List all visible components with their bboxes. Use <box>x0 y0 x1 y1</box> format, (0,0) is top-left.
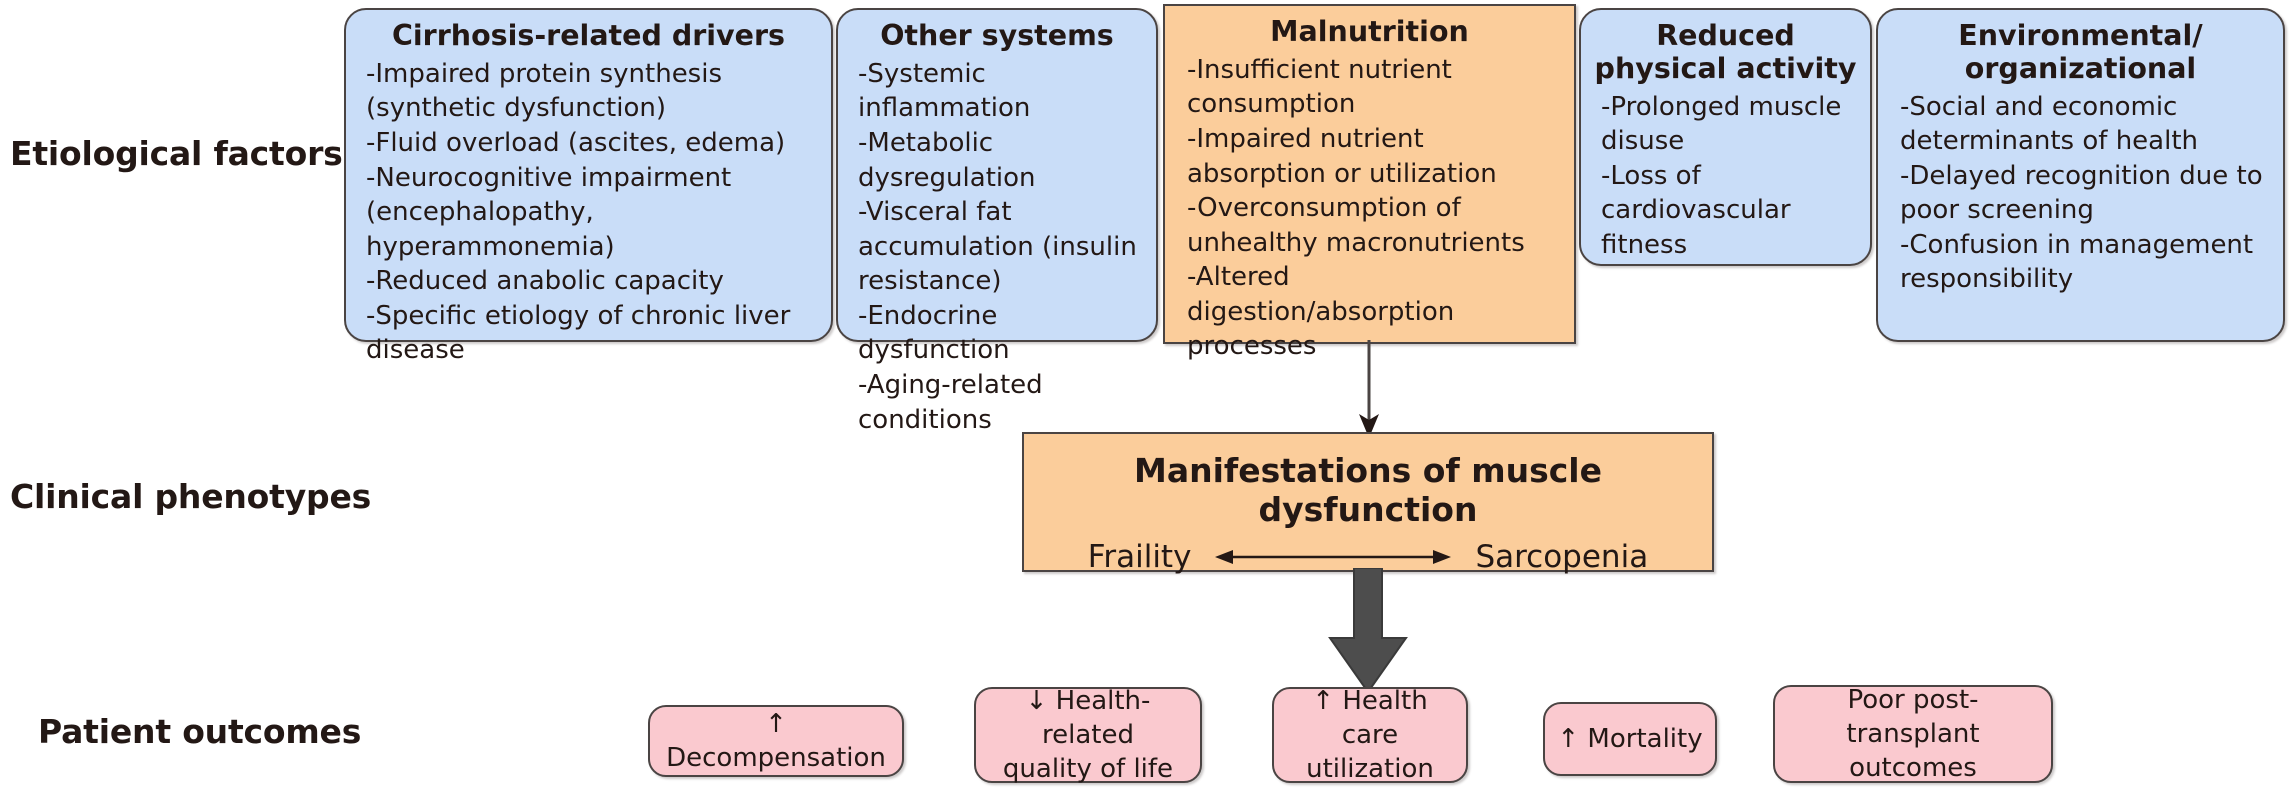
list-item: -Confusion in management responsibility <box>1900 229 2262 295</box>
list-item: -Endocrine dysfunction <box>858 300 1010 366</box>
list-item: -Impaired nutrient absorption or utiliza… <box>1187 123 1497 189</box>
list-item: -Prolonged muscle disuse <box>1601 91 1850 157</box>
outcome-box-decompensation[interactable]: ↑ Decompensation <box>648 705 904 777</box>
phenotype-spectrum: Fraility Sarcopenia <box>1024 529 1712 575</box>
list-item: -Specific etiology of chronic liver dise… <box>366 300 799 366</box>
list-item: -Metabolic dysregulation <box>858 127 1036 193</box>
outcome-label: ↑ Mortality <box>1557 723 1703 754</box>
etiology-box-malnutrition[interactable]: Malnutrition -Insufficient nutrient cons… <box>1163 4 1576 361</box>
box-title: Malnutrition <box>1270 15 1469 48</box>
outcome-box-mortality[interactable]: ↑ Mortality <box>1543 702 1717 776</box>
list-item: -Altered digestion/absorption processes <box>1187 262 1463 362</box>
list-item: -Reduced anabolic capacity <box>366 266 724 297</box>
list-item: -Fluid overload (ascites, edema) <box>366 127 786 158</box>
outcome-label: ↓ Health-related quality of life <box>1002 685 1174 785</box>
phenotype-box-manifestations-of-muscle-dysfunction[interactable]: Manifestations of muscle dysfunction Fra… <box>1022 432 1714 575</box>
outcome-label: ↑ Decompensation <box>666 708 886 773</box>
outcome-box-health-related-quality-of-life[interactable]: ↓ Health-related quality of life <box>974 685 1202 785</box>
etiology-box-reduced-physical-activity[interactable]: Reduced physical activity -Prolonged mus… <box>1579 8 1872 266</box>
phenotype-term-sarcopenia: Sarcopenia <box>1475 539 1649 575</box>
box-item-list: -Impaired protein synthesis (synthetic d… <box>346 53 831 368</box>
row-label-patient-outcomes: Patient outcomes <box>38 712 362 751</box>
box-item-list: -Insufficient nutrient consumption -Impa… <box>1165 49 1574 364</box>
box-title: Environmental/ organizational <box>1958 19 2203 85</box>
list-item: -Visceral fat accumulation (insulin resi… <box>858 197 1146 297</box>
outcome-box-poor-post-transplant-outcomes[interactable]: Poor post-transplant outcomes <box>1773 685 2053 783</box>
phenotype-title: Manifestations of muscle dysfunction <box>1133 451 1602 529</box>
outcome-label: ↑ Health care utilization <box>1306 685 1434 785</box>
box-title: Cirrhosis-related drivers <box>391 19 785 52</box>
etiology-box-environmental-organizational[interactable]: Environmental/ organizational -Social an… <box>1876 8 2285 342</box>
box-item-list: -Prolonged muscle disuse -Loss of cardio… <box>1581 86 1870 263</box>
box-title: Other systems <box>880 19 1114 52</box>
box-item-list: -Social and economic determinants of hea… <box>1878 86 2283 297</box>
double-headed-arrow-icon <box>1215 550 1452 564</box>
list-item: -Systemic inflammation <box>858 58 1031 124</box>
list-item: -Insufficient nutrient consumption <box>1187 54 1461 120</box>
list-item: -Impaired protein synthesis (synthetic d… <box>366 58 731 124</box>
row-label-clinical-phenotypes: Clinical phenotypes <box>10 477 372 516</box>
list-item: -Aging-related conditions <box>858 369 1051 435</box>
row-label-etiological-factors: Etiological factors <box>10 134 343 173</box>
box-item-list: -Systemic inflammation -Metabolic dysreg… <box>838 53 1156 437</box>
phenotype-term-fraility: Fraility <box>1087 539 1192 575</box>
list-item: -Delayed recognition due to poor screeni… <box>1900 160 2271 226</box>
box-title: Reduced physical activity <box>1594 19 1857 85</box>
etiology-box-other-systems[interactable]: Other systems -Systemic inflammation -Me… <box>836 8 1158 435</box>
outcome-box-health-care-utilization[interactable]: ↑ Health care utilization <box>1272 685 1468 785</box>
outcome-label: Poor post-transplant outcomes <box>1846 684 1980 784</box>
list-item: -Social and economic determinants of hea… <box>1900 91 2198 157</box>
list-item: -Neurocognitive impairment (encephalopat… <box>366 162 740 262</box>
etiology-box-cirrhosis-related-drivers[interactable]: Cirrhosis-related drivers -Impaired prot… <box>344 8 833 365</box>
list-item: -Loss of cardiovascular fitness <box>1601 160 1799 260</box>
list-item: -Overconsumption of unhealthy macronutri… <box>1187 193 1525 258</box>
arrow-phenotype-to-outcomes-icon <box>1328 568 1408 694</box>
